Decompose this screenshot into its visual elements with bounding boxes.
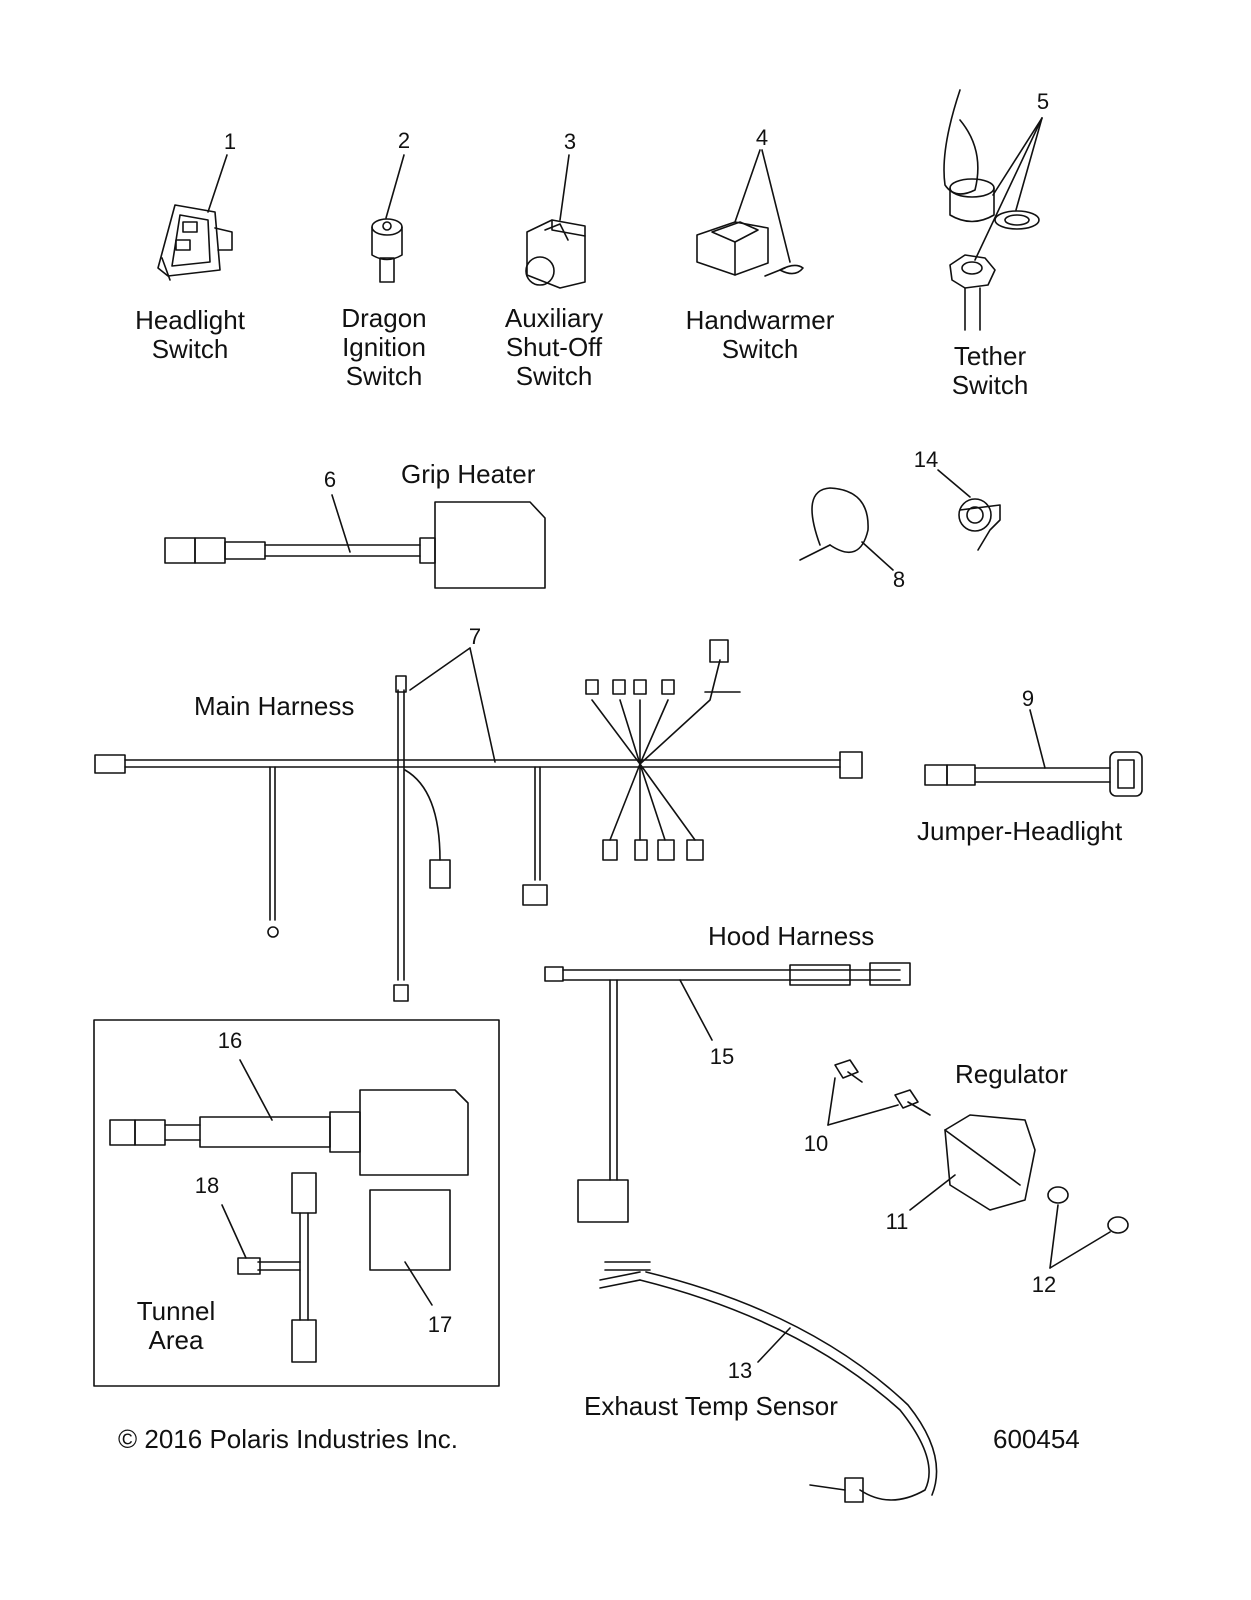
- callout-9: 9: [1021, 686, 1035, 711]
- callout-7: 7: [468, 624, 482, 649]
- callout-3: 3: [563, 129, 577, 154]
- label-exhaust-temp-sensor: Exhaust Temp Sensor: [584, 1391, 838, 1421]
- label-headlight-switch: Headlight Switch: [135, 305, 245, 364]
- label-handwarmer-switch: Handwarmer Switch: [685, 305, 835, 364]
- callout-10: 10: [803, 1131, 829, 1156]
- label-grip-heater: Grip Heater: [401, 459, 536, 489]
- clip-part: [937, 469, 1001, 551]
- callout-12: 12: [1031, 1272, 1057, 1297]
- regulator-part: [827, 1059, 1129, 1269]
- exhaust-temp-sensor-part: [599, 1261, 938, 1503]
- headlight-switch-part: [157, 154, 233, 281]
- callout-2: 2: [397, 128, 411, 153]
- callout-6: 6: [323, 467, 337, 492]
- callout-17: 17: [427, 1312, 453, 1337]
- label-auxiliary-shutoff-switch: Auxiliary Shut-Off Switch: [504, 303, 604, 391]
- label-dragon-ignition-switch: Dragon Ignition Switch: [341, 303, 427, 391]
- handwarmer-switch-part: [696, 149, 804, 277]
- callout-11: 11: [885, 1209, 909, 1234]
- label-jumper-headlight: Jumper-Headlight: [917, 816, 1123, 846]
- hood-harness-part: [544, 962, 911, 1223]
- callout-14: 14: [913, 447, 939, 472]
- callout-1: 1: [223, 129, 237, 154]
- jumper-headlight-part: [924, 709, 1143, 797]
- tunnel-area-box: [93, 1019, 500, 1387]
- label-regulator: Regulator: [955, 1059, 1068, 1089]
- label-hood-harness: Hood Harness: [708, 921, 875, 951]
- callout-18: 18: [194, 1173, 220, 1198]
- callout-15: 15: [709, 1044, 735, 1069]
- label-tunnel-area: Tunnel Area: [136, 1296, 216, 1355]
- grip-heater-part: [164, 494, 546, 589]
- tether-switch-part: [943, 89, 1043, 331]
- callout-8: 8: [892, 567, 906, 592]
- copyright-text: © 2016 Polaris Industries Inc.: [118, 1424, 458, 1454]
- main-harness-part: [94, 639, 863, 1002]
- label-tether-switch: Tether Switch: [951, 341, 1029, 400]
- callout-13: 13: [727, 1358, 753, 1383]
- callout-4: 4: [755, 125, 769, 150]
- label-main-harness: Main Harness: [194, 691, 355, 721]
- auxiliary-shutoff-switch-part: [525, 154, 586, 289]
- callout-5: 5: [1036, 89, 1050, 114]
- dragon-ignition-switch-part: [371, 154, 405, 283]
- cable-tie-part: [799, 487, 894, 571]
- figure-id: 600454: [993, 1424, 1080, 1454]
- callout-16: 16: [217, 1028, 243, 1053]
